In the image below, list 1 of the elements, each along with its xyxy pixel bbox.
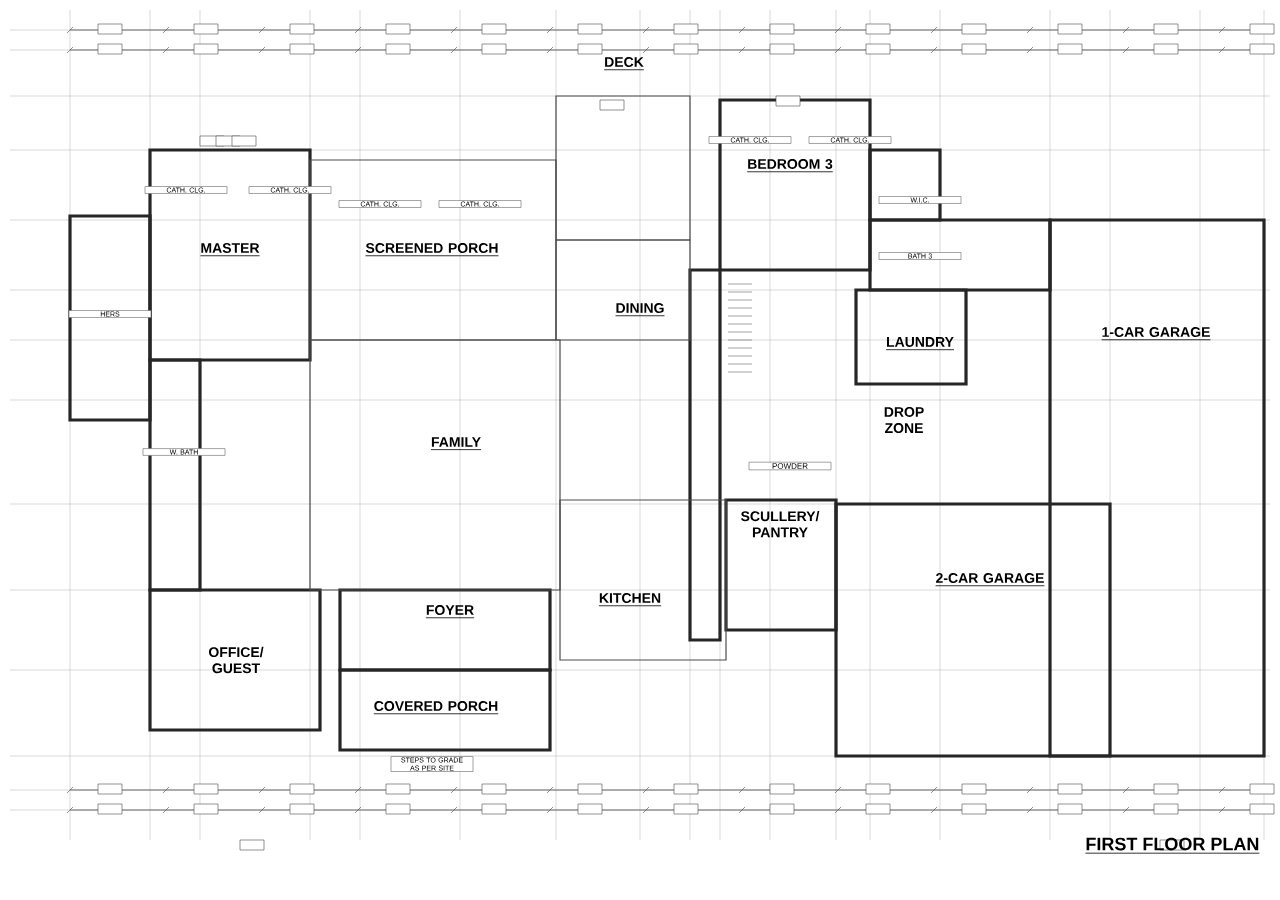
plan-title: FIRST FLOOR PLAN: [1085, 837, 1260, 854]
